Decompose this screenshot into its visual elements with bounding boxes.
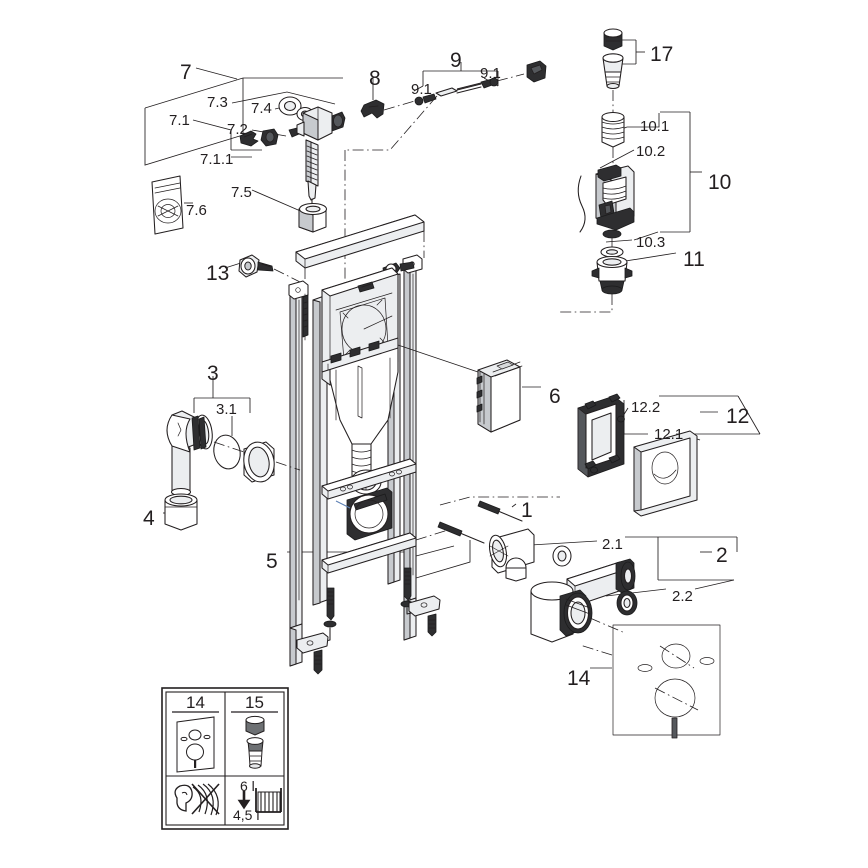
callout-fill-valve-lever-clip: 7.1.1 (200, 151, 234, 168)
callout-actuator-rod-assembly: 9 (450, 49, 462, 72)
callout-fill-valve-washer: 7.4 (251, 100, 272, 117)
group-12-actuation-plate (577, 393, 761, 517)
callout-flush-elbow-bend: 3 (207, 362, 219, 385)
callout-seal-kit-bag: 7.6 (186, 202, 207, 219)
callout-actuation-plate: 12.1 (654, 426, 684, 443)
callout-filter-insert-set: 17 (650, 43, 674, 66)
callout-rod-clip-right: 9.1 (480, 65, 501, 82)
legend-wall-plate-icon (176, 716, 215, 773)
callout-connector-seal-small: 2.1 (602, 536, 623, 553)
callout-connector-seal-large: 2.2 (672, 588, 693, 605)
group-7-fill-valve (144, 67, 346, 235)
callout-flush-valve-body: 10.2 (636, 143, 666, 160)
callout-elbow-gasket: 3.1 (216, 401, 237, 418)
callout-fill-valve-seal: 7.3 (207, 94, 228, 111)
callout-actuation-plate-set: 12 (726, 405, 750, 428)
group-3-elbow-bend (163, 376, 301, 531)
group-1-2-connectors (415, 496, 738, 643)
legend-volume-from: 6 l (240, 778, 255, 794)
callout-fill-valve-float-nut: 7.2 (227, 121, 248, 138)
legend-water-volume-icon (237, 788, 282, 813)
legend-volume-to: 4,5 l (233, 807, 260, 823)
callout-plate-mounting-frame: 12.2 (631, 399, 661, 416)
callout-valve-seat: 11 (683, 248, 705, 271)
callout-elbow-end-cap: 4 (143, 507, 155, 530)
group-8-9-actuator (344, 60, 547, 290)
callout-fill-valve-lever: 7.1 (169, 112, 190, 129)
callout-flush-pipe-connector-set: 2 (716, 544, 728, 567)
group-6-insulation-box (397, 344, 541, 433)
callout-fill-valve-assembly: 7 (180, 61, 192, 84)
callout-wall-protection-mat: 14 (567, 667, 591, 690)
legend-label-15: 15 (245, 693, 264, 712)
callout-flush-valve-assembly: 10 (708, 171, 732, 194)
callout-lever-bracket: 8 (369, 67, 381, 90)
group-10-flush-valve (560, 111, 702, 313)
group-5-frame-assembly (287, 214, 441, 675)
group-13-wall-hook (224, 254, 301, 283)
callout-wall-anchor-hook: 13 (206, 262, 230, 285)
legend-filter-insert-icon (245, 715, 265, 769)
callout-fill-valve-strainer-cap: 7.5 (231, 184, 252, 201)
callout-flush-valve-bellows: 10.1 (640, 118, 670, 135)
callout-flush-valve-seal: 10.3 (636, 234, 666, 251)
group-14-wall-mat (579, 624, 721, 739)
callout-insulation-box: 6 (549, 385, 561, 408)
callout-mounting-bolt-set: 1 (521, 499, 533, 522)
callout-rod-clip-left: 9.1 (411, 81, 432, 98)
callout-frame-assembly: 5 (266, 550, 278, 573)
legend-noise-reduction-icon (174, 783, 220, 816)
legend-label-14: 14 (186, 693, 205, 712)
group-17-filter-inserts (602, 28, 645, 116)
seal-kit-bag-icon (151, 175, 193, 235)
